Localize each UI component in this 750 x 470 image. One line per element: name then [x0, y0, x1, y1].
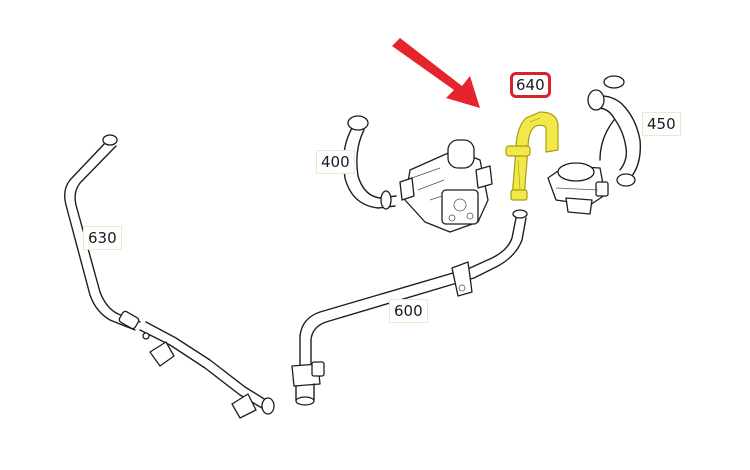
hose-630 — [63, 134, 275, 419]
hose-600 — [291, 209, 528, 406]
electric-pump — [547, 162, 609, 215]
hose-640-highlighted — [505, 111, 559, 201]
valve-housing — [399, 139, 493, 233]
callout-640[interactable]: 640 — [510, 72, 551, 98]
callout-450[interactable]: 450 — [642, 112, 681, 136]
pointer-arrow — [392, 38, 480, 108]
callout-630[interactable]: 630 — [83, 226, 122, 250]
hose-450 — [587, 75, 642, 187]
hose-400 — [342, 115, 397, 210]
callout-600[interactable]: 600 — [389, 299, 428, 323]
callout-400[interactable]: 400 — [316, 150, 355, 174]
